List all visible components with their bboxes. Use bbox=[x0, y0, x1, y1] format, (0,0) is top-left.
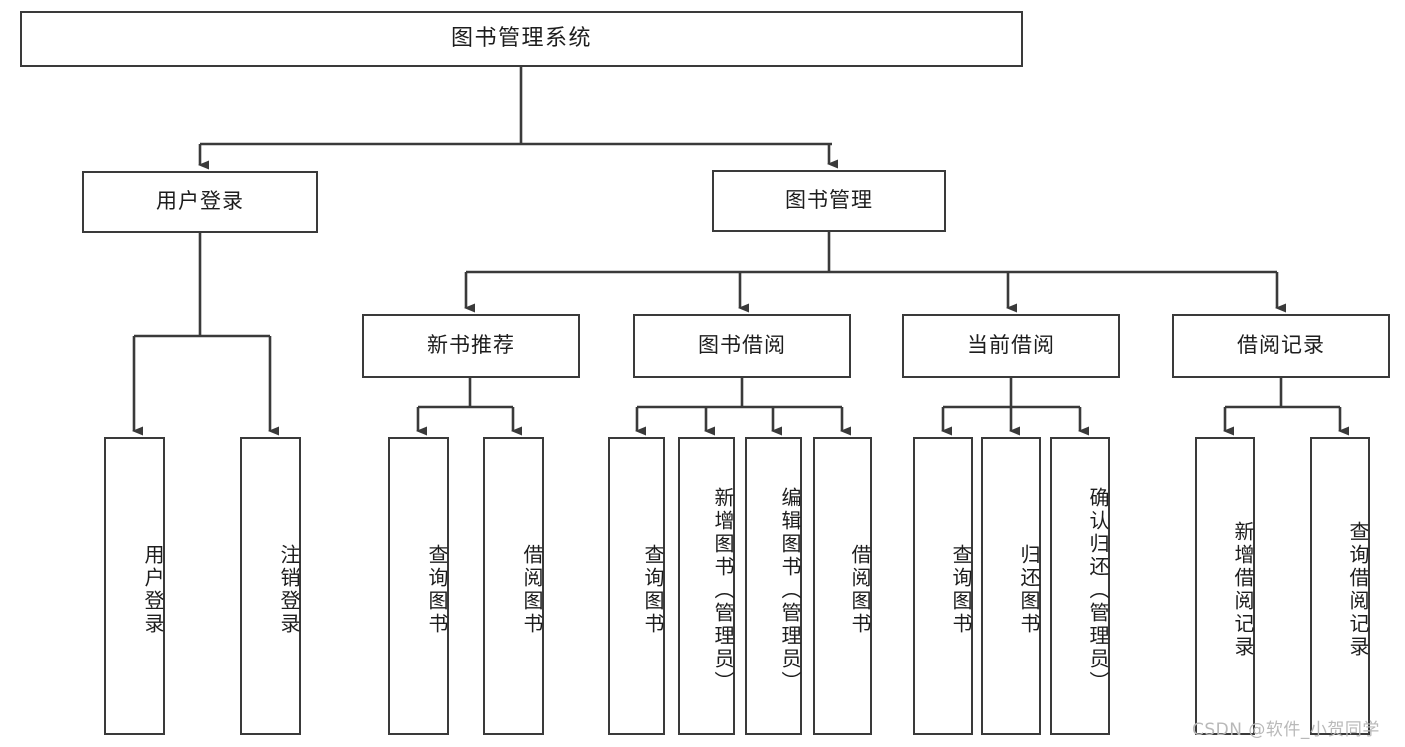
leaf-query-book-2[interactable]: 查询图书 bbox=[608, 437, 665, 735]
leaf-add-book-admin-label: 新增图书（管理员） bbox=[711, 486, 735, 694]
leaf-borrow-book-2-label: 借阅图书 bbox=[848, 544, 872, 636]
leaf-query-book-1-label: 查询图书 bbox=[425, 544, 449, 636]
node-root[interactable]: 图书管理系统 bbox=[20, 11, 1023, 67]
leaf-return-book-label: 归还图书 bbox=[1017, 544, 1041, 636]
node-borrow-record[interactable]: 借阅记录 bbox=[1172, 314, 1390, 378]
node-new-book-recommend-label: 新书推荐 bbox=[427, 333, 515, 358]
leaf-user-logout-label: 注销登录 bbox=[277, 544, 301, 636]
leaf-edit-book-admin-label: 编辑图书（管理员） bbox=[778, 486, 802, 694]
leaf-query-book-3[interactable]: 查询图书 bbox=[913, 437, 973, 735]
node-current-borrow-label: 当前借阅 bbox=[967, 333, 1055, 358]
node-root-label: 图书管理系统 bbox=[450, 25, 592, 51]
node-new-book-recommend[interactable]: 新书推荐 bbox=[362, 314, 580, 378]
leaf-user-login[interactable]: 用户登录 bbox=[104, 437, 165, 735]
leaf-add-book-admin[interactable]: 新增图书（管理员） bbox=[678, 437, 735, 735]
leaf-add-borrow-record[interactable]: 新增借阅记录 bbox=[1195, 437, 1255, 735]
leaf-user-logout[interactable]: 注销登录 bbox=[240, 437, 301, 735]
leaf-borrow-book-1-label: 借阅图书 bbox=[520, 544, 544, 636]
leaf-user-login-label: 用户登录 bbox=[141, 544, 165, 636]
leaf-query-book-2-label: 查询图书 bbox=[641, 544, 665, 636]
node-book-manage-label: 图书管理 bbox=[785, 188, 873, 213]
node-book-manage[interactable]: 图书管理 bbox=[712, 170, 946, 232]
leaf-query-borrow-record-label: 查询借阅记录 bbox=[1346, 521, 1370, 659]
leaf-borrow-book-1[interactable]: 借阅图书 bbox=[483, 437, 544, 735]
node-book-borrow[interactable]: 图书借阅 bbox=[633, 314, 851, 378]
leaf-query-book-3-label: 查询图书 bbox=[949, 544, 973, 636]
node-book-borrow-label: 图书借阅 bbox=[698, 333, 786, 358]
leaf-return-book[interactable]: 归还图书 bbox=[981, 437, 1041, 735]
leaf-borrow-book-2[interactable]: 借阅图书 bbox=[813, 437, 872, 735]
leaf-add-borrow-record-label: 新增借阅记录 bbox=[1231, 521, 1255, 659]
leaf-confirm-return-admin-label: 确认归还（管理员） bbox=[1086, 486, 1110, 694]
node-current-borrow[interactable]: 当前借阅 bbox=[902, 314, 1120, 378]
leaf-confirm-return-admin[interactable]: 确认归还（管理员） bbox=[1050, 437, 1110, 735]
leaf-query-borrow-record[interactable]: 查询借阅记录 bbox=[1310, 437, 1370, 735]
csdn-watermark: CSDN @软件_小贺同学 bbox=[1192, 720, 1380, 740]
leaf-edit-book-admin[interactable]: 编辑图书（管理员） bbox=[745, 437, 802, 735]
leaf-query-book-1[interactable]: 查询图书 bbox=[388, 437, 449, 735]
node-borrow-record-label: 借阅记录 bbox=[1237, 333, 1325, 358]
node-user-login[interactable]: 用户登录 bbox=[82, 171, 318, 233]
node-user-login-label: 用户登录 bbox=[156, 189, 244, 214]
